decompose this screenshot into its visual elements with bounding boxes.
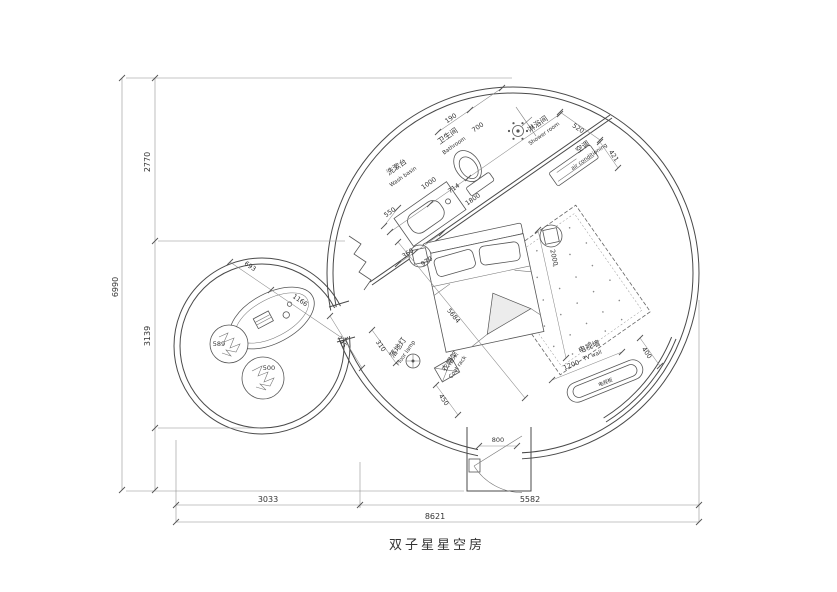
dim-693: 693 — [243, 260, 258, 274]
door-swing-arc — [473, 465, 523, 493]
air-conditioner — [549, 144, 599, 186]
dim-bottom-total: 8621 — [425, 512, 445, 521]
pouf-stool-2 — [241, 356, 285, 400]
toilet — [453, 150, 495, 196]
dim-800: 800 — [492, 436, 504, 444]
stepped-wall — [348, 235, 372, 291]
nightstand-left — [408, 244, 432, 268]
dim-400: 400 — [640, 345, 654, 360]
dim-2000: 2000 — [548, 249, 559, 267]
dim-500: 500 — [263, 364, 275, 372]
wash-basin — [393, 181, 467, 247]
dim-bottom-left: 3033 — [258, 495, 278, 504]
shower-partition — [515, 106, 537, 137]
blanket-fold — [486, 292, 532, 335]
dim-714: 714 — [446, 182, 461, 196]
dim-589: 589 — [213, 340, 225, 348]
tv-cabinet: 电视柜 — [566, 359, 644, 403]
dimension-ticks — [118, 74, 703, 526]
dim-left-mid: 3139 — [143, 326, 152, 346]
door-leaf — [473, 435, 523, 467]
entry-door — [466, 427, 532, 493]
dim-310: 310 — [374, 338, 388, 353]
dim-421: 421 — [607, 148, 621, 163]
drawing-title: 双子星星空房 — [389, 537, 485, 553]
pillow — [433, 249, 476, 277]
pouf-stool-1 — [209, 324, 249, 364]
dim-450: 450 — [437, 392, 451, 407]
floor-lamp — [405, 353, 421, 369]
coat-rack — [433, 357, 461, 383]
dim-550: 550 — [382, 206, 397, 220]
dim-190: 190 — [443, 112, 458, 126]
dim-1800: 1800 — [464, 191, 482, 207]
shower-head-icon — [507, 116, 533, 140]
bed — [423, 222, 545, 353]
dim-bottom-right: 5582 — [520, 495, 540, 504]
dim-1000: 1000 — [420, 175, 438, 191]
tv-wall — [603, 336, 677, 423]
nightstand-right — [539, 224, 563, 248]
faucet-icon — [445, 198, 451, 205]
dim-left-total: 6990 — [111, 277, 120, 297]
pillow — [478, 241, 521, 266]
dim-left-top: 2770 — [143, 152, 152, 172]
dimension-lines — [118, 74, 703, 526]
dim-700: 700 — [470, 121, 485, 135]
